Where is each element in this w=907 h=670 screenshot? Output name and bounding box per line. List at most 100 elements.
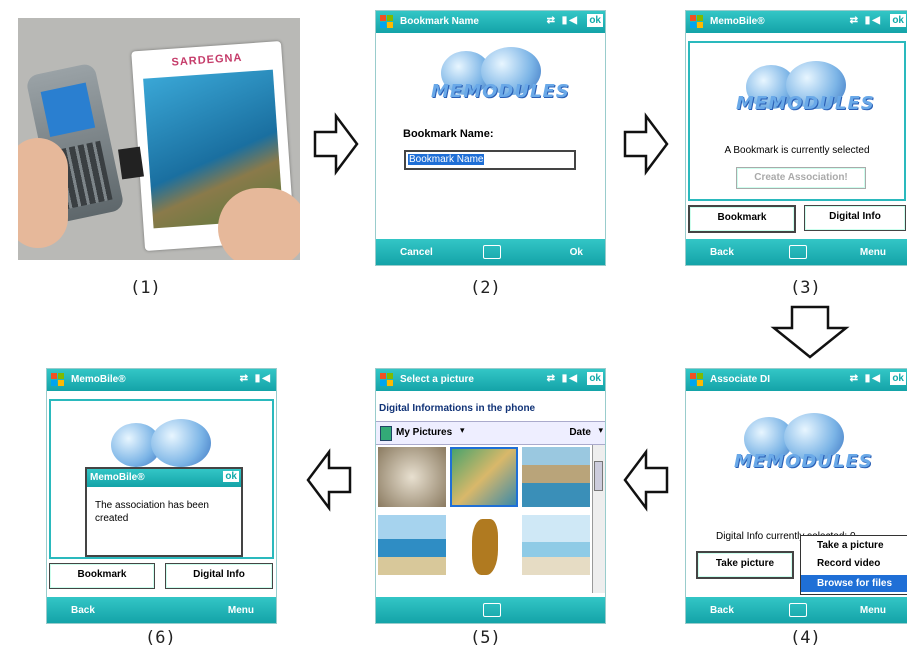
signal-icon: ⇄ ▮◀ xyxy=(546,15,579,26)
soft-key-bar: Back Menu xyxy=(47,597,276,623)
ok-button[interactable]: ok xyxy=(890,14,906,27)
thumbnail[interactable] xyxy=(378,447,446,507)
digital-info-button[interactable]: Digital Info xyxy=(165,563,273,589)
signal-icon: ⇄ ▮◀ xyxy=(239,373,272,384)
status-message: A Bookmark is currently selected xyxy=(724,145,870,156)
title-bar: Associate DI ⇄ ▮◀ ok xyxy=(686,369,907,391)
menu-softkey[interactable]: Menu xyxy=(859,605,886,616)
ok-button[interactable]: ok xyxy=(587,14,603,27)
memory-card xyxy=(118,146,144,180)
ok-softkey[interactable]: Ok xyxy=(569,247,583,258)
screen-associate-di: Associate DI ⇄ ▮◀ ok MEMODULES Digital I… xyxy=(685,368,907,624)
soft-key-bar: Back Menu xyxy=(686,597,907,623)
arrow-down-icon xyxy=(770,305,850,359)
menu-softkey[interactable]: Menu xyxy=(227,605,254,616)
hand-right xyxy=(218,188,300,260)
field-label: Bookmark Name: xyxy=(403,128,494,140)
memodules-logo: MEMODULES xyxy=(736,57,874,127)
input-value: Bookmark Name xyxy=(408,154,485,165)
windows-start-icon[interactable] xyxy=(689,14,704,29)
thumbnail[interactable] xyxy=(522,515,590,575)
thumbnail[interactable] xyxy=(522,447,590,507)
window-title: Associate DI xyxy=(710,374,771,385)
bookmark-name-input[interactable]: Bookmark Name xyxy=(404,150,576,170)
back-softkey[interactable]: Back xyxy=(71,605,95,616)
screen-bookmark-name: Bookmark Name ⇄ ▮◀ ok MEMODULES Bookmark… xyxy=(375,10,606,266)
screen-memobile-bookmark: MemoBile® ⇄ ▮◀ ok MEMODULES A Bookmark i… xyxy=(685,10,907,266)
ok-button[interactable]: ok xyxy=(890,372,906,385)
dialog-title: MemoBile® xyxy=(90,472,145,483)
bookmark-button[interactable]: Bookmark xyxy=(49,563,155,589)
section-header: Digital Informations in the phone xyxy=(379,403,536,414)
windows-start-icon[interactable] xyxy=(50,372,65,387)
dialog-message: The association has been created xyxy=(95,500,209,524)
menu-item-record-video[interactable]: Record video xyxy=(817,558,881,569)
menu-item-browse-files[interactable]: Browse for files xyxy=(801,575,907,592)
menu-item-take-picture[interactable]: Take a picture xyxy=(817,540,884,551)
menu-softkey[interactable]: Menu xyxy=(859,247,886,258)
signal-icon: ⇄ ▮◀ xyxy=(849,15,882,26)
content-frame: MemoBile® ok The association has been cr… xyxy=(49,399,274,559)
step-label-4: (4) xyxy=(790,628,821,648)
soft-key-bar xyxy=(376,597,605,623)
windows-start-icon[interactable] xyxy=(689,372,704,387)
arrow-left-icon xyxy=(623,448,669,512)
content-frame: MEMODULES A Bookmark is currently select… xyxy=(688,41,906,201)
bookmark-button[interactable]: Bookmark xyxy=(688,205,796,233)
dialog-title-bar: MemoBile® ok xyxy=(87,469,241,487)
window-title: MemoBile® xyxy=(710,16,765,27)
soft-key-bar: Back Menu xyxy=(686,239,907,265)
title-bar: MemoBile® ⇄ ▮◀ xyxy=(47,369,276,391)
window-title: MemoBile® xyxy=(71,374,126,385)
signal-icon: ⇄ ▮◀ xyxy=(849,373,882,384)
chevron-down-icon[interactable]: ▾ xyxy=(460,426,465,436)
step-label-6: (6) xyxy=(145,628,176,648)
digital-info-button[interactable]: Digital Info xyxy=(804,205,906,231)
arrow-right-icon xyxy=(623,112,669,176)
folder-dropdown[interactable]: My Pictures xyxy=(396,427,453,438)
window-title: Bookmark Name xyxy=(400,16,479,27)
title-bar: Select a picture ⇄ ▮◀ ok xyxy=(376,369,605,391)
photo-phone-and-card: SARDEGNA xyxy=(18,18,300,260)
ok-button[interactable]: ok xyxy=(587,372,603,385)
thumbnail[interactable] xyxy=(450,515,518,575)
chevron-down-icon[interactable]: ▾ xyxy=(598,426,603,436)
keyboard-icon[interactable] xyxy=(482,603,501,617)
arrow-left-icon xyxy=(306,448,352,512)
sort-dropdown[interactable]: Date xyxy=(569,427,591,438)
scrollbar[interactable] xyxy=(592,445,605,593)
keyboard-icon[interactable] xyxy=(789,603,807,617)
screen-select-picture: Select a picture ⇄ ▮◀ ok Digital Informa… xyxy=(375,368,606,624)
back-softkey[interactable]: Back xyxy=(710,247,734,258)
keyboard-icon[interactable] xyxy=(789,245,807,259)
window-title: Select a picture xyxy=(400,374,474,385)
windows-start-icon[interactable] xyxy=(379,372,394,387)
folder-bar: My Pictures ▾ Date ▾ xyxy=(376,421,605,445)
folder-icon xyxy=(380,426,392,441)
soft-key-bar: Cancel Ok xyxy=(376,239,605,265)
thumbnail-selected[interactable] xyxy=(450,447,518,507)
dialog-ok-button[interactable]: ok xyxy=(223,471,239,482)
title-bar: Bookmark Name ⇄ ▮◀ ok xyxy=(376,11,605,33)
status-message: Digital Info currently selected: 0 xyxy=(716,531,856,542)
memodules-logo xyxy=(101,415,221,485)
windows-start-icon[interactable] xyxy=(379,14,394,29)
step-label-5: (5) xyxy=(470,628,501,648)
back-softkey[interactable]: Back xyxy=(710,605,734,616)
keyboard-icon[interactable] xyxy=(482,245,501,259)
step-label-1: (1) xyxy=(130,278,161,298)
create-association-button[interactable]: Create Association! xyxy=(736,167,866,189)
hand-left xyxy=(18,138,68,248)
take-picture-button[interactable]: Take picture xyxy=(696,551,794,579)
cancel-softkey[interactable]: Cancel xyxy=(400,247,433,258)
thumbnail[interactable] xyxy=(378,515,446,575)
postcard-title: SARDEGNA xyxy=(171,51,243,69)
title-bar: MemoBile® ⇄ ▮◀ ok xyxy=(686,11,907,33)
step-label-2: (2) xyxy=(470,278,501,298)
context-menu: Take a picture Record video Browse for f… xyxy=(800,535,907,595)
arrow-right-icon xyxy=(313,112,359,176)
dialog-box: MemoBile® ok The association has been cr… xyxy=(85,467,243,557)
screen-association-created: MemoBile® ⇄ ▮◀ MemoBile® ok The associat… xyxy=(46,368,277,624)
signal-icon: ⇄ ▮◀ xyxy=(546,373,579,384)
memodules-logo: MEMODULES xyxy=(431,43,569,113)
